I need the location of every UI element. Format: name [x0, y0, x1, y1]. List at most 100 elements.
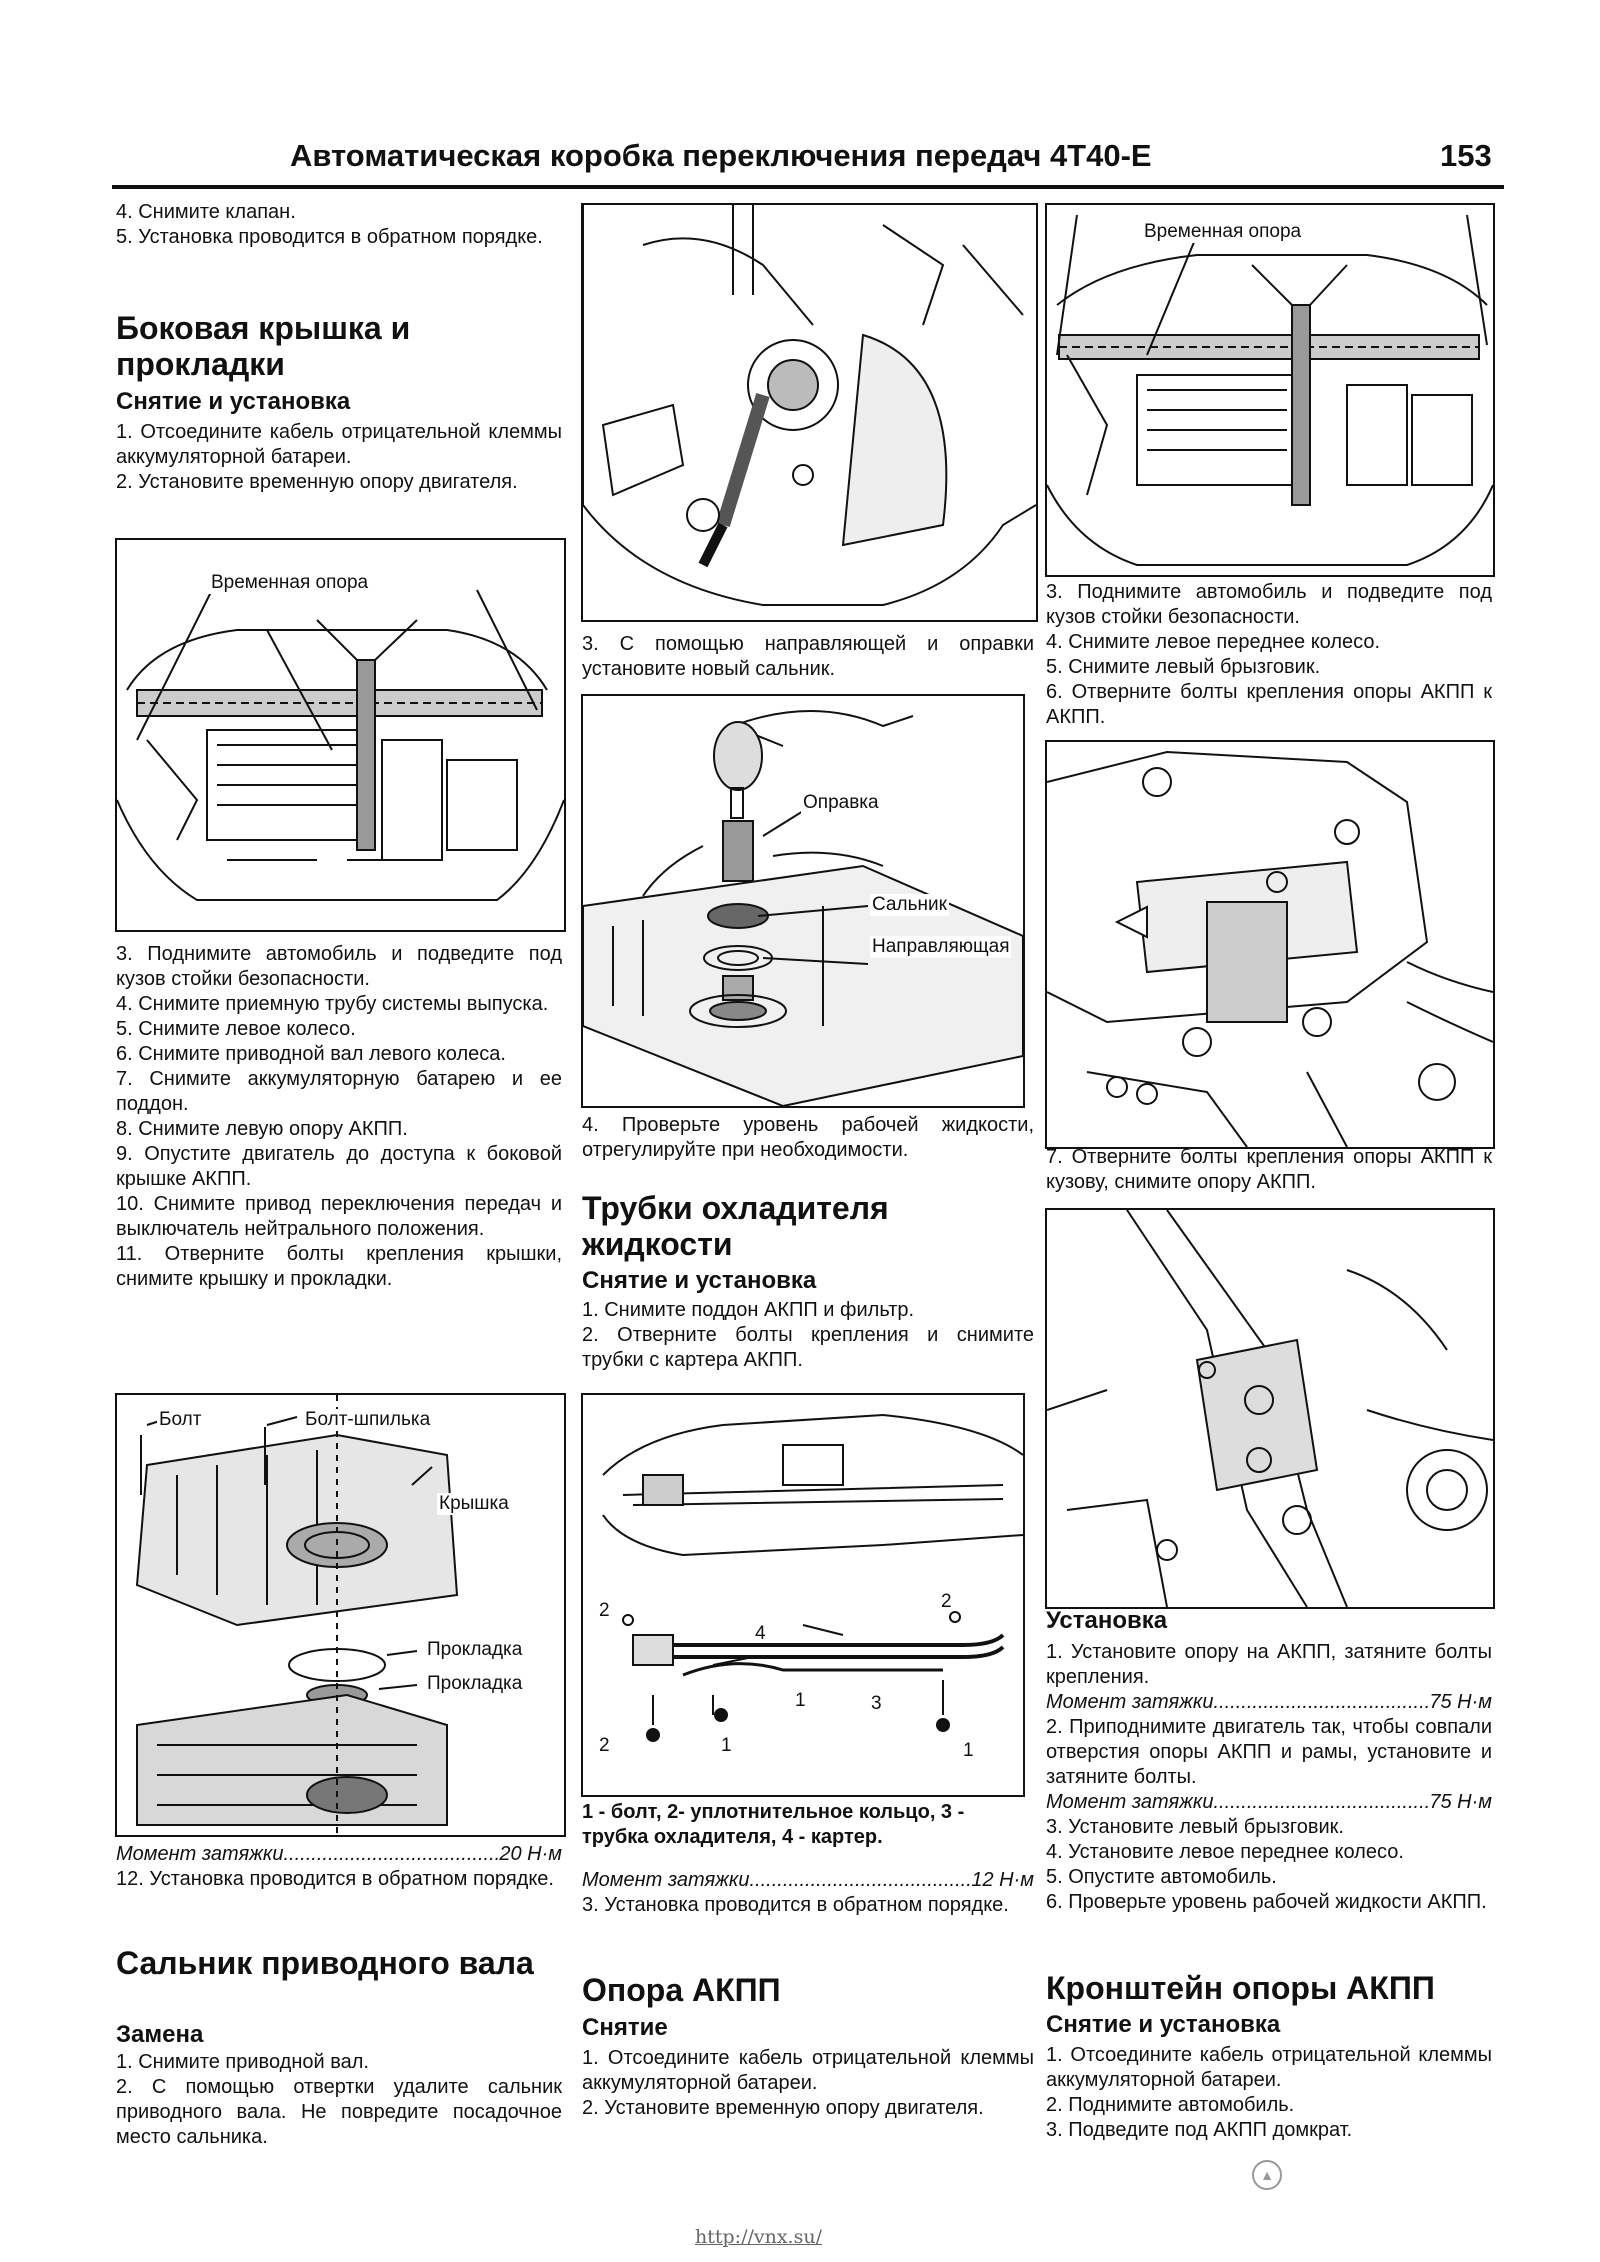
- figure-engine-temporary-support-2: Временная опора: [1045, 203, 1495, 577]
- header-rule: [112, 185, 1504, 189]
- subsection-title: Снятие и установка: [582, 1267, 817, 1294]
- step-text: 11. Отверните болты крепления крышки, сн…: [116, 1243, 562, 1290]
- callout-number: 1: [795, 1690, 806, 1711]
- col1-steps-b: 3. Поднимите автомобиль и подведите под …: [116, 942, 562, 1292]
- step-text: 6. Отверните болты крепления опоры АКПП …: [1046, 681, 1492, 728]
- col2-steps-a: 1. Снимите поддон АКПП и фильтр. 2. Отве…: [582, 1298, 1034, 1373]
- seal-tool-drawing: [583, 205, 1036, 606]
- step-text: 4. Снимите левое переднее колесо.: [1046, 631, 1381, 653]
- step-text: 1. Отсоедините кабель отрицательной клем…: [1046, 2044, 1492, 2091]
- watermark-logo: ▲: [1252, 2160, 1282, 2190]
- mandrel-drawing: [583, 710, 1023, 1106]
- subsection-title: Замена: [116, 2021, 204, 2048]
- figure-caption: 1 - болт, 2- уплотнительное кольцо, 3 - …: [582, 1801, 965, 1848]
- step-text: 5. Опустите автомобиль.: [1046, 1866, 1277, 1888]
- subsection-title: Снятие и установка: [116, 388, 351, 415]
- callout-number: 3: [871, 1693, 882, 1714]
- col2-steps-b: 1. Отсоедините кабель отрицательной клем…: [582, 2046, 1034, 2121]
- subsection-title: Снятие: [582, 2014, 668, 2041]
- figure-engine-temporary-support: Временная опора: [115, 538, 566, 932]
- subsection-title: Снятие и установка: [1046, 2011, 1281, 2038]
- step-text: 3. Установка проводится в обратном поряд…: [582, 1894, 1009, 1916]
- torque-spec-3: Момент затяжки75 Н·м: [1046, 1690, 1492, 1715]
- step-text: 5. Установка проводится в обратном поряд…: [116, 226, 543, 248]
- step-text: 3. Подведите под АКПП домкрат.: [1046, 2119, 1353, 2141]
- col1-steps-a: 1. Отсоедините кабель отрицательной клем…: [116, 420, 562, 495]
- callout-number: 1: [963, 1740, 974, 1761]
- figure-cooler-lines: 2 4 2 1 3 2 1 1: [581, 1393, 1025, 1797]
- step-text: 12. Установка проводится в обратном поря…: [116, 1868, 554, 1890]
- torque-spec-2: Момент затяжки 12 Н·м 3. Установка провод…: [582, 1868, 1034, 1918]
- side-cover-drawing: [135, 1395, 459, 1835]
- section-title-cooler-lines: Трубки охладителя жидкости: [582, 1190, 889, 1262]
- engine-drawing-2: [1047, 214, 1493, 566]
- step-text: 4. Проверьте уровень рабочей жидкости, о…: [582, 1114, 1034, 1161]
- label-mandrel: Оправка: [801, 792, 881, 814]
- section-title-drive-shaft-seal: Сальник приводного вала: [116, 1945, 534, 1981]
- step-text: 4. Установите левое переднее колесо.: [1046, 1841, 1404, 1863]
- label-gasket-1: Прокладка: [425, 1639, 525, 1661]
- torque-value: 12 Н·м: [971, 1869, 1034, 1891]
- label-cover: Крышка: [437, 1493, 511, 1515]
- label-seal: Сальник: [870, 894, 949, 916]
- step-text: 1. Снимите поддон АКПП и фильтр.: [582, 1299, 915, 1321]
- page-number: 153: [1440, 138, 1492, 173]
- step-text: 7. Отверните болты крепления опоры АКПП …: [1046, 1146, 1492, 1193]
- step-text: 4. Снимите приемную трубу системы выпуск…: [116, 993, 549, 1015]
- callout-number: 4: [755, 1623, 766, 1644]
- col3-steps-c: 1. Отсоедините кабель отрицательной клем…: [1046, 2043, 1492, 2143]
- col2-step4: 4. Проверьте уровень рабочей жидкости, о…: [582, 1113, 1034, 1163]
- figure-seal-installation-tool: [581, 203, 1038, 622]
- step-text: 2. Поднимите автомобиль.: [1046, 2094, 1295, 2116]
- step-text: 2. Установите временную опору двигателя.: [582, 2097, 984, 2119]
- cooler-lines-drawing: [602, 1413, 1023, 1742]
- step-text: 2. Приподнимите двигатель так, чтобы сов…: [1046, 1716, 1492, 1788]
- step-text: 2. Установите временную опору двигателя.: [116, 471, 518, 493]
- step-text: 1. Установите опору на АКПП, затяните бо…: [1046, 1641, 1492, 1688]
- step-text: 3. Поднимите автомобиль и подведите под …: [116, 943, 562, 990]
- section-title-mount-bracket: Кронштейн опоры АКПП: [1046, 1970, 1435, 2006]
- torque-label: Момент затяжки: [116, 1843, 284, 1865]
- step-text: 7. Снимите аккумуляторную батарею и ее п…: [116, 1068, 562, 1115]
- step-text: 5. Снимите левый брызговик.: [1046, 656, 1321, 678]
- figure-mount-bolts-transaxle: [1045, 740, 1495, 1149]
- step-text: 8. Снимите левую опору АКПП.: [116, 1118, 408, 1140]
- step-text: 10. Снимите привод переключения передач …: [116, 1193, 562, 1240]
- figure-side-cover-exploded: Болт Болт-шпилька Крышка Прокладка Прокл…: [115, 1393, 566, 1837]
- section-title-side-cover: Боковая крышка и прокладки: [116, 310, 411, 382]
- col1-steps-c: 1. Снимите приводной вал. 2. С помощью о…: [116, 2050, 562, 2150]
- footer-url-link[interactable]: http://vnx.su/: [695, 2226, 822, 2248]
- step-text: 2. Отверните болты крепления и снимите т…: [582, 1324, 1034, 1371]
- label-stud: Болт-шпилька: [303, 1409, 433, 1431]
- col1-intro: 4. Снимите клапан. 5. Установка проводит…: [116, 200, 562, 250]
- engine-drawing: [117, 579, 564, 901]
- col3-step7: 7. Отверните болты крепления опоры АКПП …: [1046, 1145, 1492, 1195]
- torque-label: Момент затяжки: [1046, 1691, 1214, 1713]
- step-text: 6. Проверьте уровень рабочей жидкости АК…: [1046, 1891, 1487, 1913]
- torque-spec-1: Момент затяжки 20 Н·м 12. Установка прово…: [116, 1842, 562, 1892]
- col3-steps-a: 3. Поднимите автомобиль и подведите под …: [1046, 580, 1492, 730]
- mount-body-drawing: [1047, 1210, 1493, 1607]
- step-text: 1. Снимите приводной вал.: [116, 2051, 369, 2073]
- step-text: 4. Снимите клапан.: [116, 201, 296, 223]
- figure-label: Временная опора: [1142, 221, 1304, 243]
- step-text: 9. Опустите двигатель до доступа к боков…: [116, 1143, 562, 1190]
- col3-installation: 1. Установите опору на АКПП, затяните бо…: [1046, 1640, 1492, 1915]
- callout-number: 2: [941, 1591, 952, 1612]
- callout-number: 1: [721, 1735, 732, 1756]
- torque-value: 20 Н·м: [499, 1843, 562, 1865]
- torque-label: Момент затяжки: [582, 1869, 750, 1891]
- callout-number: 2: [599, 1735, 610, 1756]
- figure-mandrel-guide: Оправка Сальник Направляющая: [581, 694, 1025, 1108]
- step-text: 6. Снимите приводной вал левого колеса.: [116, 1043, 506, 1065]
- mount-drawing: [1047, 750, 1493, 1147]
- label-bolt: Болт: [157, 1409, 204, 1431]
- label-gasket-2: Прокладка: [425, 1673, 525, 1695]
- step-text: 1. Отсоедините кабель отрицательной клем…: [582, 2047, 1034, 2094]
- col2-step3: 3. С помощью направляющей и оправки уста…: [582, 632, 1034, 682]
- callout-number: 2: [599, 1600, 610, 1621]
- torque-spec-4: Момент затяжки75 Н·м: [1046, 1790, 1492, 1815]
- step-text: 2. С помощью отвертки удалите сальник пр…: [116, 2076, 562, 2148]
- subsection-title-installation: Установка: [1046, 1607, 1168, 1634]
- label-guide: Направляющая: [870, 936, 1012, 958]
